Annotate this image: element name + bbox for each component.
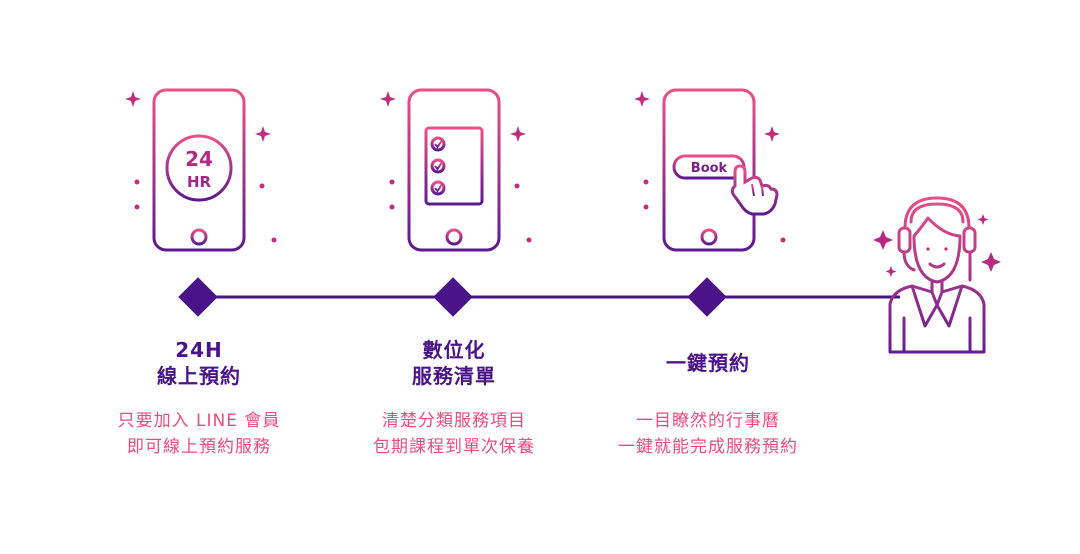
step-desc-line: 包期課程到單次保養 — [373, 437, 535, 457]
step-title-line: 一鍵預約 — [666, 351, 750, 375]
step-desc-line: 清楚分類服務項目 — [382, 411, 526, 431]
step-title-line: 24H — [175, 338, 223, 362]
timeline-node-1 — [178, 277, 218, 317]
step-desc-line: 即可線上預約服務 — [127, 437, 271, 457]
step-title-digital: 數位化 服務清單 — [334, 337, 574, 389]
step-title-line: 線上預約 — [157, 364, 241, 388]
sparkle-icon — [873, 214, 1001, 277]
step-title-line: 服務清單 — [412, 364, 496, 388]
step-title-24h: 24H 線上預約 — [79, 337, 319, 389]
24hr-phone-icon — [152, 88, 246, 252]
step-title-one-click: 一鍵預約 — [588, 350, 828, 376]
step-desc-line: 一目瞭然的行事曆 — [636, 411, 780, 431]
step-desc-line: 只要加入 LINE 會員 — [117, 411, 281, 431]
timeline-node-2 — [433, 277, 473, 317]
timeline-node-3 — [687, 277, 727, 317]
phone-label-24: 24 — [185, 147, 213, 171]
step-title-line: 數位化 — [422, 338, 486, 362]
checklist-phone-icon — [407, 88, 501, 252]
phone-label-hr: HR — [187, 173, 212, 191]
step-desc-line: 一鍵就能完成服務預約 — [618, 437, 798, 457]
customer-service-agent-icon — [888, 196, 986, 354]
sparkle-icon — [634, 91, 786, 243]
step-desc-digital: 清楚分類服務項目 包期課程到單次保養 — [304, 408, 604, 460]
book-button-label: Book — [691, 161, 728, 176]
sparkle-icon — [125, 91, 277, 243]
book-button-phone-icon — [662, 88, 779, 252]
step-desc-24h: 只要加入 LINE 會員 即可線上預約服務 — [49, 408, 349, 460]
sparkle-icon — [380, 91, 532, 243]
step-desc-one-click: 一目瞭然的行事曆 一鍵就能完成服務預約 — [558, 408, 858, 460]
